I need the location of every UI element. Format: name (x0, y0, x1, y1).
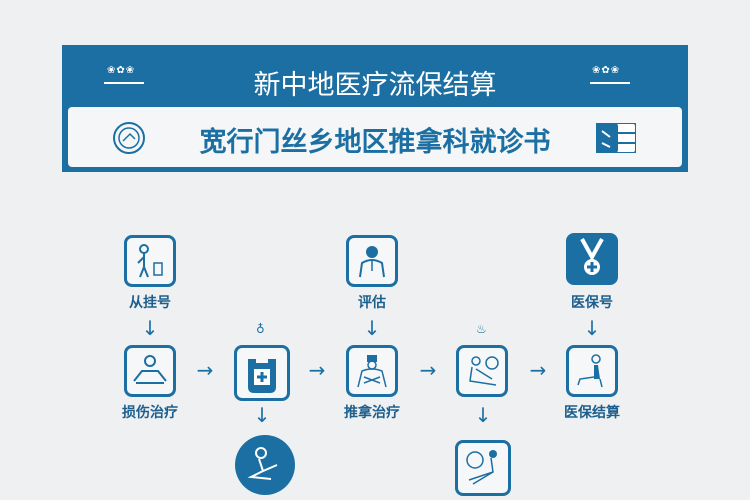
therapy-icon (469, 356, 499, 386)
arrow-down: ↓ (363, 316, 381, 340)
subtitle-box: 宽行门丝乡地区推拿科就诊书 (68, 107, 682, 167)
massage-label: 推拿治疗 (344, 405, 400, 421)
decoration-right: ❀✿❀ (592, 65, 621, 76)
insurance-id-node (566, 233, 618, 285)
arrow-down: ↓ (253, 403, 271, 427)
medal-icon (580, 238, 604, 275)
exercise-node (235, 435, 295, 495)
medical-kit-icon (248, 359, 276, 393)
evaluate-node (346, 235, 398, 287)
arrow-right: → (196, 358, 214, 382)
insurance-id-label: 医保号 (571, 295, 613, 311)
recovery-node (455, 440, 511, 496)
kit-node (234, 345, 290, 401)
settlement-label: 医保结算 (564, 405, 620, 421)
decoration-left: ❀✿❀ (107, 65, 136, 76)
massage-icon (357, 355, 387, 388)
massage-node (346, 345, 398, 397)
divider (590, 82, 630, 84)
register-node (124, 235, 176, 287)
arrow-right: → (308, 358, 326, 382)
divider (104, 82, 144, 84)
rehab-node (124, 345, 176, 397)
doctor-icon (359, 246, 385, 278)
small-figure-icon: ♨ (476, 322, 487, 336)
document-stack-icon (596, 123, 636, 153)
header-banner: ❀✿❀ 新中地医疗流保结算 ❀✿❀ 宽行门丝乡地区推拿科就诊书 (62, 45, 688, 172)
page-subtitle: 宽行门丝乡地区推拿科就诊书 (199, 127, 551, 158)
page-title: 新中地医疗流保结算 (253, 70, 497, 101)
exercise-icon (247, 447, 278, 480)
arrow-right: → (529, 358, 547, 382)
arrow-down: ↓ (474, 403, 492, 427)
arrow-right: → (419, 358, 437, 382)
patient-icon (137, 244, 163, 278)
recovery-icon (466, 450, 497, 485)
rehab-label: 损伤治疗 (122, 405, 178, 421)
arrow-down: ↓ (141, 316, 159, 340)
therapy-node (456, 345, 508, 397)
settlement-node (566, 345, 618, 397)
arrow-down: ↓ (583, 316, 601, 340)
register-label: 从挂号 (129, 295, 171, 311)
seated-patient-icon (577, 354, 603, 388)
small-figure-icon: ♁ (256, 322, 265, 336)
stretch-icon (133, 355, 167, 384)
evaluate-label: 评估 (358, 295, 386, 311)
massage-logo-icon (113, 122, 145, 154)
